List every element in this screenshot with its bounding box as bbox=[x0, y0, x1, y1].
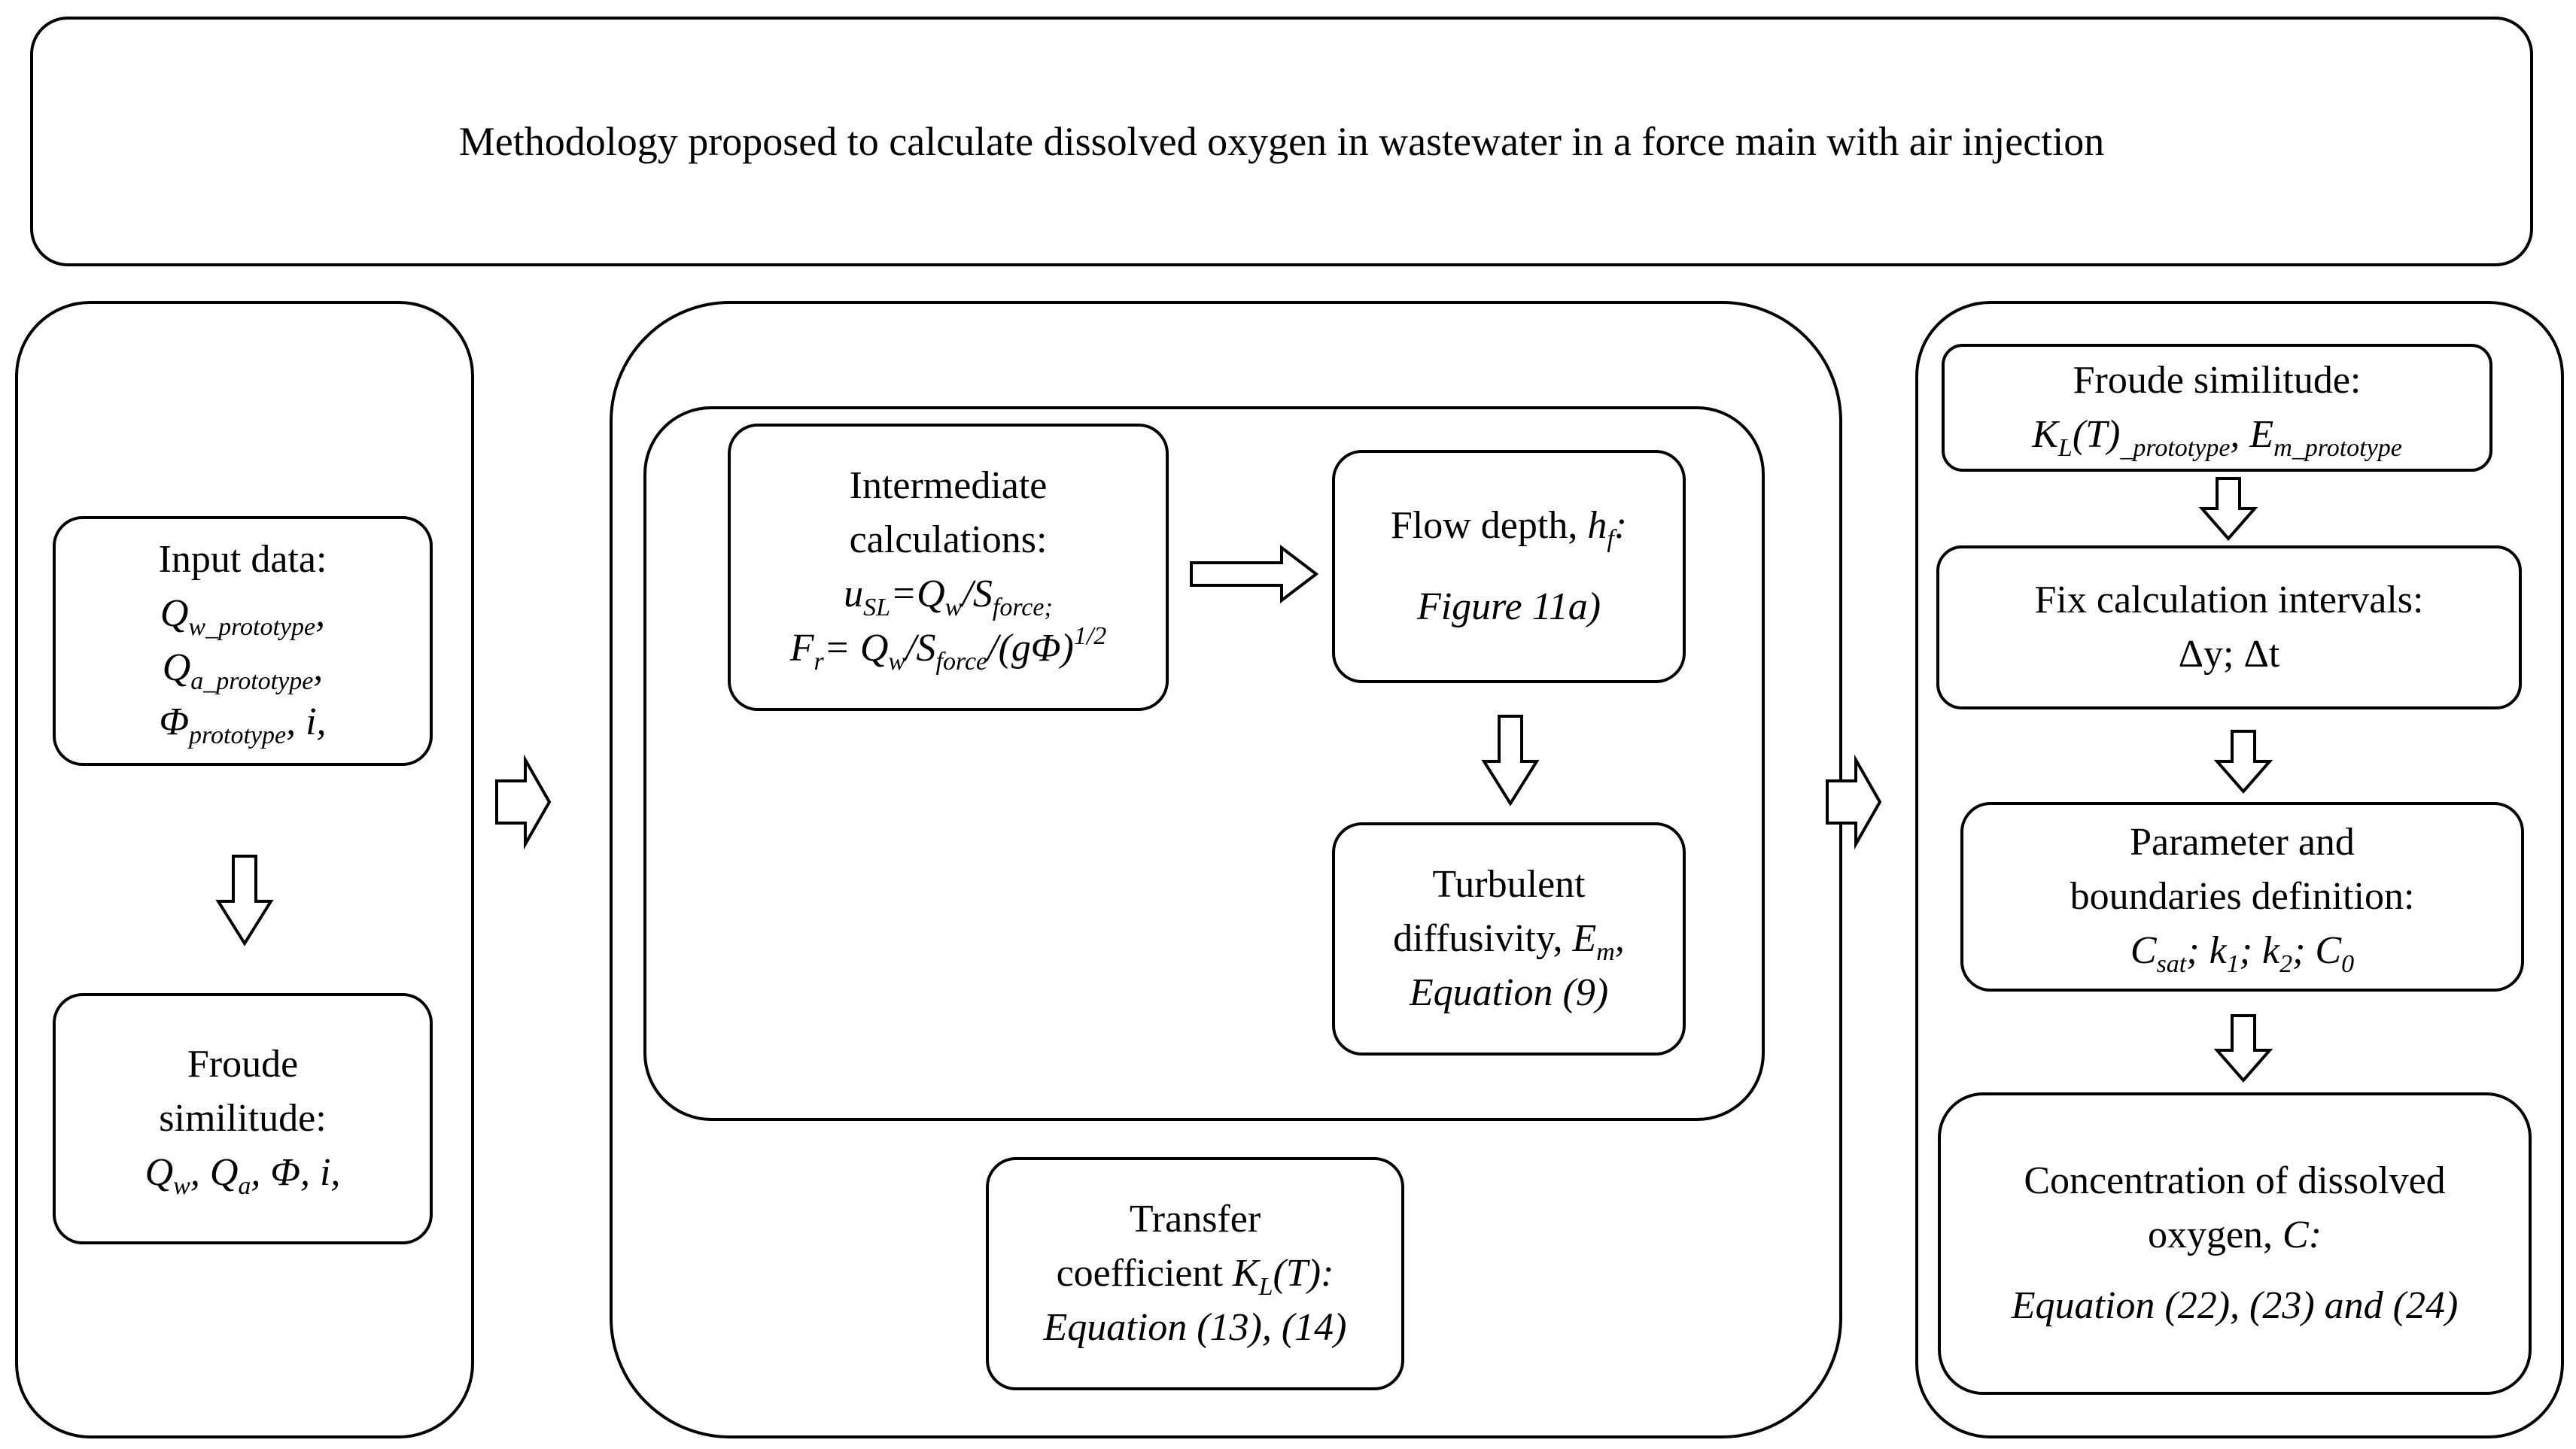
froude-left-line2: similitude: bbox=[159, 1097, 327, 1140]
intermediate-usl-formula: uSL=Qw/Sforce; bbox=[844, 573, 1053, 621]
intermediate-fr-formula: Fr= Qw/Sforce/(gΦ)1/2 bbox=[789, 622, 1107, 676]
turbulent-diffusivity-box: Turbulent diffusivity, Em, Equation (9) bbox=[1332, 822, 1686, 1056]
input-phi-prototype: Φprototype, i, bbox=[159, 700, 327, 749]
diagram-title: Methodology proposed to calculate dissol… bbox=[458, 119, 2105, 164]
turbulent-line2: diffusivity, Em, bbox=[1393, 917, 1625, 966]
concentration-line1: Concentration of dissolved bbox=[2024, 1159, 2446, 1202]
intermediate-line2: calculations: bbox=[849, 518, 1048, 561]
title-box: Methodology proposed to calculate dissol… bbox=[30, 17, 2533, 266]
arrow-down-flow bbox=[1481, 715, 1540, 807]
arrow-down-right-1 bbox=[2198, 477, 2258, 542]
flow-depth-figure-ref: Figure 11a) bbox=[1416, 585, 1601, 628]
froude-left-vars: Qw, Qa, Φ, i, bbox=[144, 1151, 341, 1200]
transfer-line2: coefficient KL(T): bbox=[1056, 1252, 1334, 1301]
transfer-coefficient-box: Transfer coefficient KL(T): Equation (13… bbox=[986, 1157, 1404, 1390]
arrow-down-left bbox=[215, 855, 274, 946]
input-data-box: Input data: Qw_prototype, Qa_prototype, … bbox=[53, 516, 433, 766]
input-data-heading: Input data: bbox=[158, 538, 327, 581]
turbulent-line1: Turbulent bbox=[1432, 863, 1586, 906]
froude-right-vars: KL(T)_prototype, Em_prototype bbox=[2032, 413, 2402, 462]
fix-intervals-heading: Fix calculation intervals: bbox=[2034, 579, 2424, 621]
froude-similitude-left-box: Froude similitude: Qw, Qa, Φ, i, bbox=[53, 993, 433, 1244]
input-q-a-prototype: Qa_prototype, bbox=[162, 646, 324, 695]
concentration-line2: oxygen, C: bbox=[2147, 1214, 2322, 1256]
froude-similitude-right-box: Froude similitude: KL(T)_prototype, Em_p… bbox=[1942, 344, 2492, 472]
arrow-down-right-3 bbox=[2213, 1014, 2273, 1083]
arrow-right-intermediate bbox=[1190, 544, 1319, 604]
fix-intervals-values: Δy; Δt bbox=[2178, 633, 2280, 676]
froude-left-line1: Froude bbox=[187, 1043, 299, 1086]
froude-right-heading: Froude similitude: bbox=[2073, 359, 2362, 402]
concentration-equation-ref: Equation (22), (23) and (24) bbox=[2011, 1284, 2459, 1327]
flow-depth-label: Flow depth, hf: bbox=[1390, 504, 1628, 553]
parameter-boundaries-box: Parameter and boundaries definition: Csa… bbox=[1960, 802, 2524, 992]
intermediate-calculations-box: Intermediate calculations: uSL=Qw/Sforce… bbox=[728, 424, 1169, 711]
arrow-down-right-2 bbox=[2213, 730, 2273, 794]
parameter-line2: boundaries definition: bbox=[2070, 875, 2415, 918]
parameter-line1: Parameter and bbox=[2130, 821, 2355, 864]
transfer-line1: Transfer bbox=[1129, 1198, 1261, 1241]
input-q-w-prototype: Qw_prototype, bbox=[160, 592, 326, 641]
concentration-box: Concentration of dissolved oxygen, C: Eq… bbox=[1938, 1092, 2532, 1395]
transfer-equation-ref: Equation (13), (14) bbox=[1043, 1306, 1347, 1349]
turbulent-equation-ref: Equation (9) bbox=[1409, 971, 1609, 1014]
arrow-right-1 bbox=[495, 754, 552, 850]
fix-intervals-box: Fix calculation intervals: Δy; Δt bbox=[1936, 545, 2522, 709]
parameter-vars: Csat; k1; k2; C0 bbox=[2130, 929, 2355, 978]
flow-depth-box: Flow depth, hf: Figure 11a) bbox=[1332, 450, 1686, 683]
intermediate-line1: Intermediate bbox=[849, 464, 1048, 507]
arrow-right-2 bbox=[1826, 754, 1882, 850]
